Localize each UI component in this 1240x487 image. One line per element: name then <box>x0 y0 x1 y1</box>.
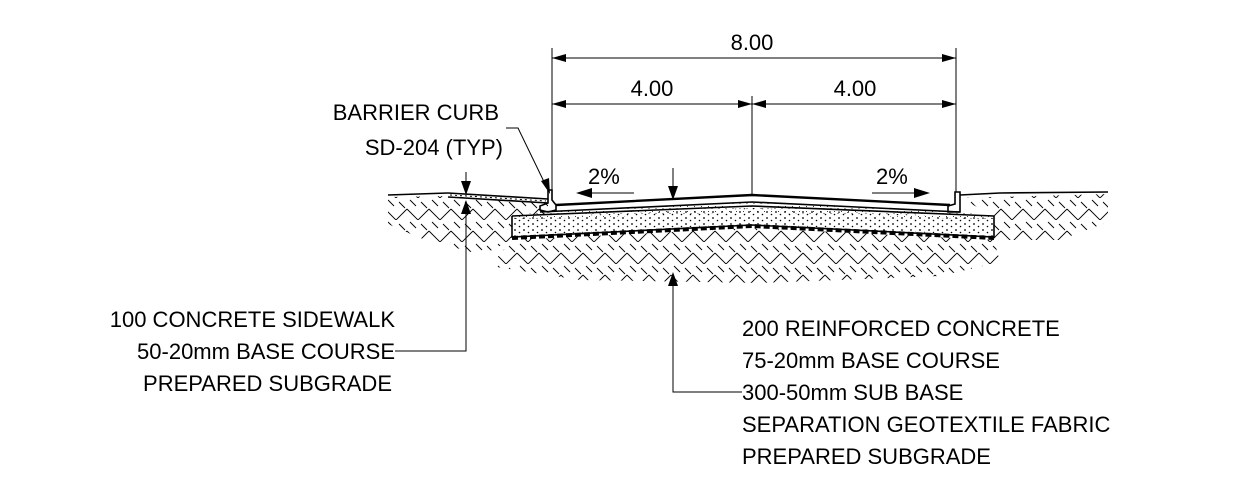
sidewalk-leader <box>395 172 471 352</box>
thickness-arrow <box>668 168 678 200</box>
slope-arrows <box>576 188 930 198</box>
pavement-label-4: SEPARATION GEOTEXTILE FABRIC <box>742 412 1110 437</box>
pavement-label-5: PREPARED SUBGRADE <box>742 444 991 469</box>
pavement-label-1: 200 REINFORCED CONCRETE <box>742 316 1060 341</box>
sidewalk-label-2: 50-20mm BASE COURSE <box>137 339 395 364</box>
barrier-curb-leader <box>506 127 550 194</box>
dim-left-lane: 4.00 <box>631 76 674 101</box>
pavement-layers <box>511 193 995 240</box>
earth-hatching <box>388 194 1108 283</box>
ground-line <box>387 191 1109 196</box>
barrier-curb-right <box>947 191 961 213</box>
dimension-lines <box>551 48 957 196</box>
pavement-label-3: 300-50mm SUB BASE <box>742 380 963 405</box>
dim-total: 8.00 <box>731 30 774 55</box>
slope-right: 2% <box>876 164 908 189</box>
barrier-curb-label-1: BARRIER CURB <box>333 100 499 125</box>
sidewalk-label-3: PREPARED SUBGRADE <box>143 371 392 396</box>
barrier-curb-label-2: SD-204 (TYP) <box>365 135 503 160</box>
pavement-label-2: 75-20mm BASE COURSE <box>742 348 1000 373</box>
slope-left: 2% <box>588 164 620 189</box>
dim-right-lane: 4.00 <box>834 76 877 101</box>
concrete-sidewalk <box>447 192 549 204</box>
pavement-leader <box>668 272 742 393</box>
sidewalk-label-1: 100 CONCRETE SIDEWALK <box>110 307 396 332</box>
